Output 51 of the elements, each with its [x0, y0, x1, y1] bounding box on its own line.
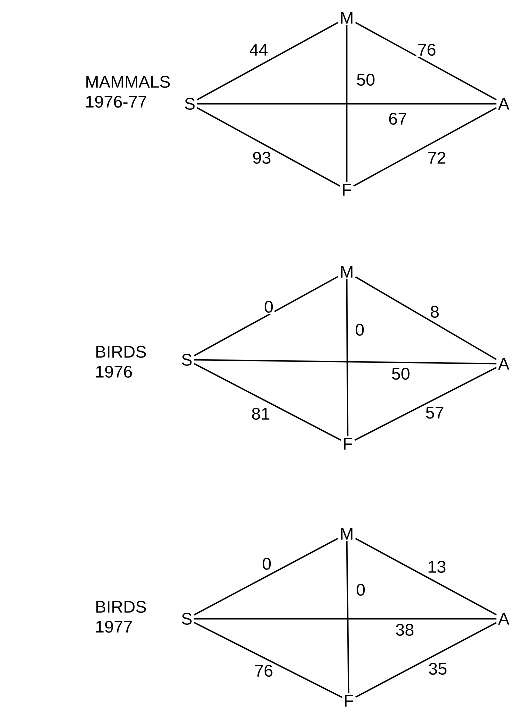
edge-label: 0: [354, 323, 366, 337]
edge-line: [355, 538, 497, 616]
vertex-letter: F: [344, 438, 352, 450]
edge-label: 50: [356, 73, 376, 87]
edge-label: 93: [252, 151, 272, 165]
vertex-letter: A: [498, 613, 510, 625]
edge-label: 76: [416, 43, 438, 57]
edge-label: 0: [263, 300, 275, 314]
group-label: MAMMALS 1976-77: [86, 76, 170, 108]
vertex-letter: M: [341, 266, 353, 278]
vertex-letter: S: [182, 613, 192, 625]
edge-line: [197, 107, 340, 187]
edge-line: [346, 542, 350, 694]
vertex-letter: S: [182, 354, 192, 366]
edge-label: 0: [261, 557, 273, 571]
edge-label: 8: [429, 305, 441, 319]
vertex-letter: F: [345, 695, 354, 707]
edge-line: [194, 538, 339, 616]
vertex-letter: A: [498, 358, 510, 370]
edge-line: [197, 103, 497, 105]
edge-line: [194, 359, 497, 365]
edge-line: [354, 107, 497, 187]
edge-line: [346, 280, 349, 436]
vertex-letter: M: [341, 528, 353, 540]
edge-label: 38: [394, 623, 416, 637]
edge-line: [356, 622, 497, 698]
edge-label: 13: [426, 560, 448, 574]
edge-label: 72: [426, 151, 448, 165]
edge-label: 76: [254, 664, 274, 678]
edge-label: 57: [424, 406, 446, 420]
group-label: BIRDS 1976: [96, 346, 146, 378]
edge-label: 50: [390, 367, 412, 381]
edge-line: [355, 276, 497, 360]
edge-line: [194, 276, 339, 357]
edge-line: [194, 363, 342, 442]
edge-line: [346, 26, 348, 182]
vertex-letter: S: [185, 98, 195, 110]
edge-line: [354, 367, 497, 442]
edge-label: 67: [388, 112, 408, 126]
edge-label: 0: [355, 583, 367, 597]
edge-label: 35: [428, 662, 448, 676]
vertex-letter: F: [343, 184, 352, 196]
vertex-letter: M: [341, 12, 353, 24]
vertex-letter: A: [498, 98, 510, 110]
edge-label: 44: [248, 43, 270, 57]
group-label: BIRDS 1977: [96, 601, 146, 633]
edge-label: 81: [250, 407, 272, 421]
edge-line: [197, 22, 339, 101]
edge-line: [355, 22, 497, 101]
edge-line: [194, 618, 497, 620]
edge-line: [194, 622, 342, 698]
